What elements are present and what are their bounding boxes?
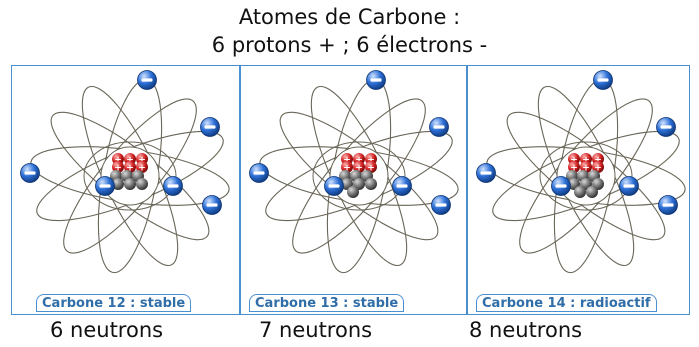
isotope-caption: Carbone 14 : radioactif [476,294,657,312]
proton-plus-sign: + [343,156,351,166]
nucleus: ++++++ [339,153,377,198]
proton [341,161,353,173]
carbon-13-panel: ++++++ Carbone 13 : stable [240,65,467,315]
neutron [124,178,136,190]
electron-minus-sign [660,125,672,129]
proton-plus-sign: + [582,156,590,166]
neutron [112,178,124,190]
isotope-caption: Carbone 12 : stable [36,294,192,312]
electron-minus-sign [555,184,567,188]
proton-plus-sign: + [138,164,146,174]
electron-minus-sign [167,184,179,188]
proton-plus-sign: + [126,164,134,174]
proton [592,161,604,173]
orbit-path [539,141,633,211]
proton-plus-sign: + [594,156,602,166]
electron-minus-sign [662,203,674,207]
proton-plus-sign: + [343,164,351,174]
isotope-caption: Carbone 13 : stable [249,294,405,312]
nucleus: ++++++ [566,153,604,198]
neutron [586,186,598,198]
proton-plus-sign: + [570,164,578,174]
electron-minus-sign [433,125,445,129]
electron-minus-sign [141,78,153,82]
title-line-2: 6 protons + ; 6 électrons - [211,33,488,57]
carbon-14-panel: ++++++ Carbone 14 : radioactif [467,65,690,315]
neutron-count-label: 8 neutrons [469,318,583,342]
electron-minus-sign [99,184,111,188]
electron-minus-sign [597,78,609,82]
title-line-1: Atomes de Carbone : [238,5,461,29]
proton-plus-sign: + [355,156,363,166]
orbit-path [312,141,406,211]
atom-diagram: ++++++ [249,70,459,274]
atom-diagram: ++++++ [20,70,230,274]
nucleus: ++++++ [110,153,148,190]
electron-minus-sign [328,184,340,188]
proton-plus-sign: + [570,156,578,166]
electron-minus-sign [480,171,492,175]
electron-minus-sign [206,203,218,207]
proton [112,161,124,173]
electron-minus-sign [24,171,36,175]
proton-plus-sign: + [594,164,602,174]
neutron-count-label: 6 neutrons [50,318,164,342]
electrons [476,70,678,215]
electron-minus-sign [204,125,216,129]
neutron [365,178,377,190]
electrons [20,70,222,215]
proton-plus-sign: + [126,156,134,166]
proton-plus-sign: + [114,156,122,166]
electron-minus-sign [370,78,382,82]
proton [365,161,377,173]
proton-plus-sign: + [114,164,122,174]
proton-plus-sign: + [582,164,590,174]
proton [136,161,148,173]
electrons [249,70,451,215]
neutron [574,186,586,198]
orbit-path [83,141,177,211]
neutron [347,186,359,198]
electron-minus-sign [623,184,635,188]
proton-plus-sign: + [138,156,146,166]
atom-diagram: ++++++ [476,70,686,274]
electron-minus-sign [253,171,265,175]
proton-plus-sign: + [367,156,375,166]
proton-plus-sign: + [355,164,363,174]
carbon-12-panel: ++++++ Carbone 12 : stable [11,65,240,315]
neutron [136,178,148,190]
electron-minus-sign [435,203,447,207]
proton-plus-sign: + [367,164,375,174]
electron-minus-sign [396,184,408,188]
neutron-count-label: 7 neutrons [259,318,373,342]
proton [568,161,580,173]
